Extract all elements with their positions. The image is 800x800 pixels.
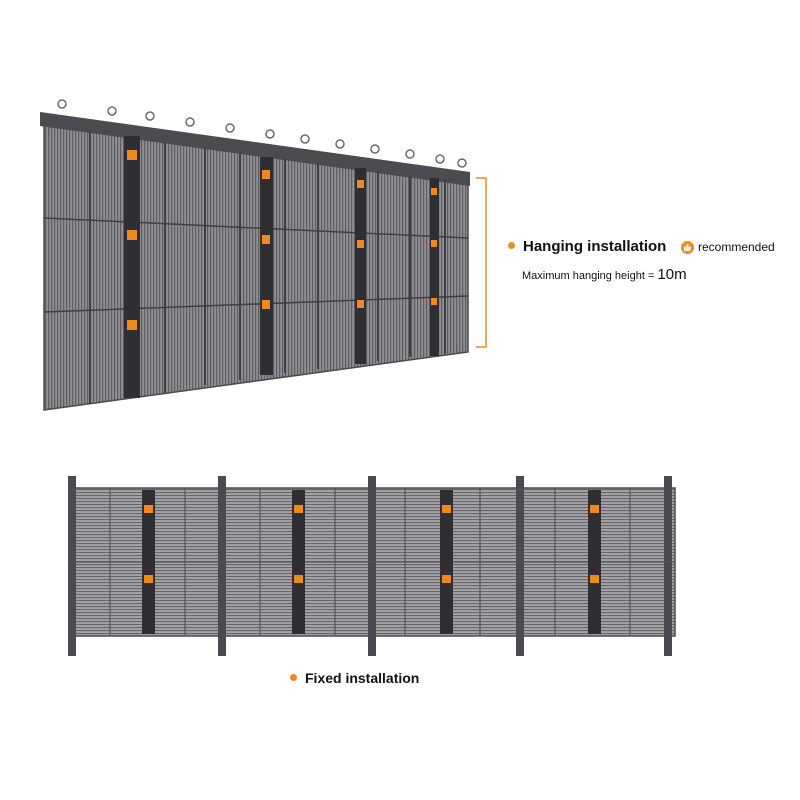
hanging-installation-title: Hanging installation: [508, 238, 666, 255]
hanging-title-text: Hanging installation: [523, 238, 667, 255]
height-bracket: [476, 177, 487, 348]
max-hanging-height: Maximum hanging height =10m: [522, 266, 687, 283]
fixed-title-text: Fixed installation: [305, 670, 420, 686]
thumbs-up-icon: [681, 240, 694, 254]
recommended-badge: recommended: [681, 240, 775, 254]
recommended-label: recommended: [698, 240, 775, 254]
fixed-installation-title: Fixed installation: [290, 670, 419, 686]
fixed-screen-wall: [68, 476, 676, 656]
bullet-dot-icon: [290, 673, 297, 681]
hanging-screen-wall: [40, 99, 470, 411]
max-height-value: 10m: [657, 266, 687, 283]
bullet-dot-icon: [508, 241, 515, 249]
max-height-label: Maximum hanging height =: [522, 270, 655, 282]
